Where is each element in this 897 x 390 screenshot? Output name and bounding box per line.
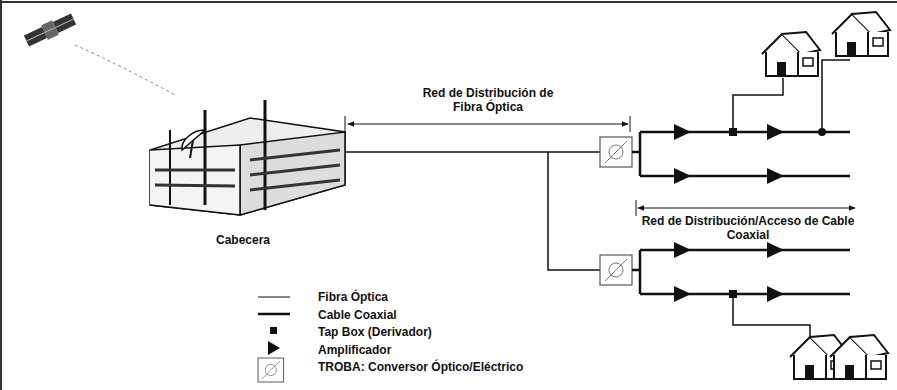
headend-label: Cabecera bbox=[193, 233, 293, 247]
network-label: Red de Distribución de Fibra Óptica bbox=[413, 86, 563, 114]
network-label: Red de Distribución/Acceso de Cable Coax… bbox=[628, 214, 868, 242]
legend-text: Fibra Óptica bbox=[318, 290, 388, 304]
legend-text: Tap Box (Derivador) bbox=[318, 325, 432, 339]
legend-text: Cable Coaxial bbox=[318, 308, 397, 322]
legend-samples bbox=[258, 297, 290, 382]
legend-text: Amplificador bbox=[318, 343, 391, 357]
headend-building bbox=[150, 100, 345, 215]
legend-text: TROBA: Conversor Óptico/Eléctrico bbox=[318, 360, 523, 374]
